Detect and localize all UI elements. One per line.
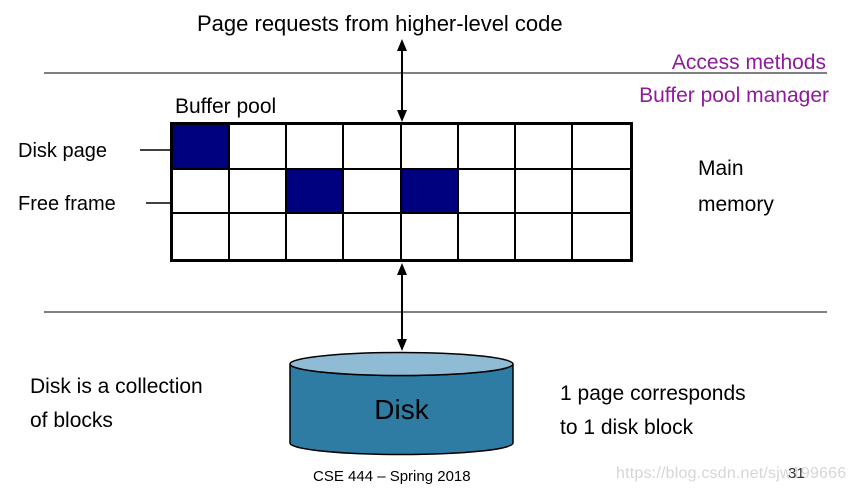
slide-title: Page requests from higher-level code xyxy=(197,11,563,36)
buffer-pool-label: Buffer pool xyxy=(175,95,277,118)
buffer-pool-grid xyxy=(170,122,633,262)
buffer-frame-empty xyxy=(515,214,573,259)
disk-page-label: Disk page xyxy=(18,140,107,162)
buffer-pool-manager-label: Buffer pool manager xyxy=(639,84,829,107)
buffer-frame-empty xyxy=(173,214,231,259)
watermark: https://blog.csdn.net/sjw199666 xyxy=(616,465,847,482)
buffer-frame-empty xyxy=(401,214,459,259)
buffer-frame-empty xyxy=(515,125,573,170)
buffer-frame-empty xyxy=(230,125,288,170)
disk-note-right-line2: to 1 disk block xyxy=(560,416,694,439)
buffer-frame-empty xyxy=(458,169,516,215)
buffer-frame-empty xyxy=(344,214,402,259)
disk-note-left-line1: Disk is a collection xyxy=(30,375,203,398)
buffer-frame-with-page xyxy=(173,125,231,170)
page-number: 31 xyxy=(788,465,805,482)
buffer-frame-empty xyxy=(458,214,516,259)
disk-note-left-line2: of blocks xyxy=(30,409,113,432)
top-double-arrow xyxy=(397,39,407,122)
buffer-frame-empty xyxy=(287,125,345,170)
free-frame-label: Free frame xyxy=(18,193,116,215)
buffer-frame-empty xyxy=(401,125,459,170)
buffer-frame-empty xyxy=(572,125,630,170)
buffer-frame-empty xyxy=(344,125,402,170)
buffer-frame-empty xyxy=(344,169,402,215)
main-memory-label-line2: memory xyxy=(698,193,774,216)
buffer-frame-empty xyxy=(515,169,573,215)
disk-label: Disk xyxy=(374,394,429,425)
bottom-double-arrow xyxy=(397,263,407,351)
buffer-frame-with-page xyxy=(287,169,345,215)
disk-note-right-line1: 1 page corresponds xyxy=(560,382,746,405)
buffer-frame-empty xyxy=(458,125,516,170)
main-memory-label-line1: Main xyxy=(698,157,744,180)
footer-course: CSE 444 – Spring 2018 xyxy=(313,468,471,485)
buffer-frame-empty xyxy=(287,214,345,259)
buffer-frame-empty xyxy=(572,169,630,215)
access-methods-label: Access methods xyxy=(671,51,826,74)
buffer-frame-empty xyxy=(173,169,231,215)
buffer-frame-empty xyxy=(572,214,630,259)
buffer-frame-with-page xyxy=(401,169,459,215)
buffer-frame-empty xyxy=(230,169,288,215)
buffer-frame-empty xyxy=(230,214,288,259)
